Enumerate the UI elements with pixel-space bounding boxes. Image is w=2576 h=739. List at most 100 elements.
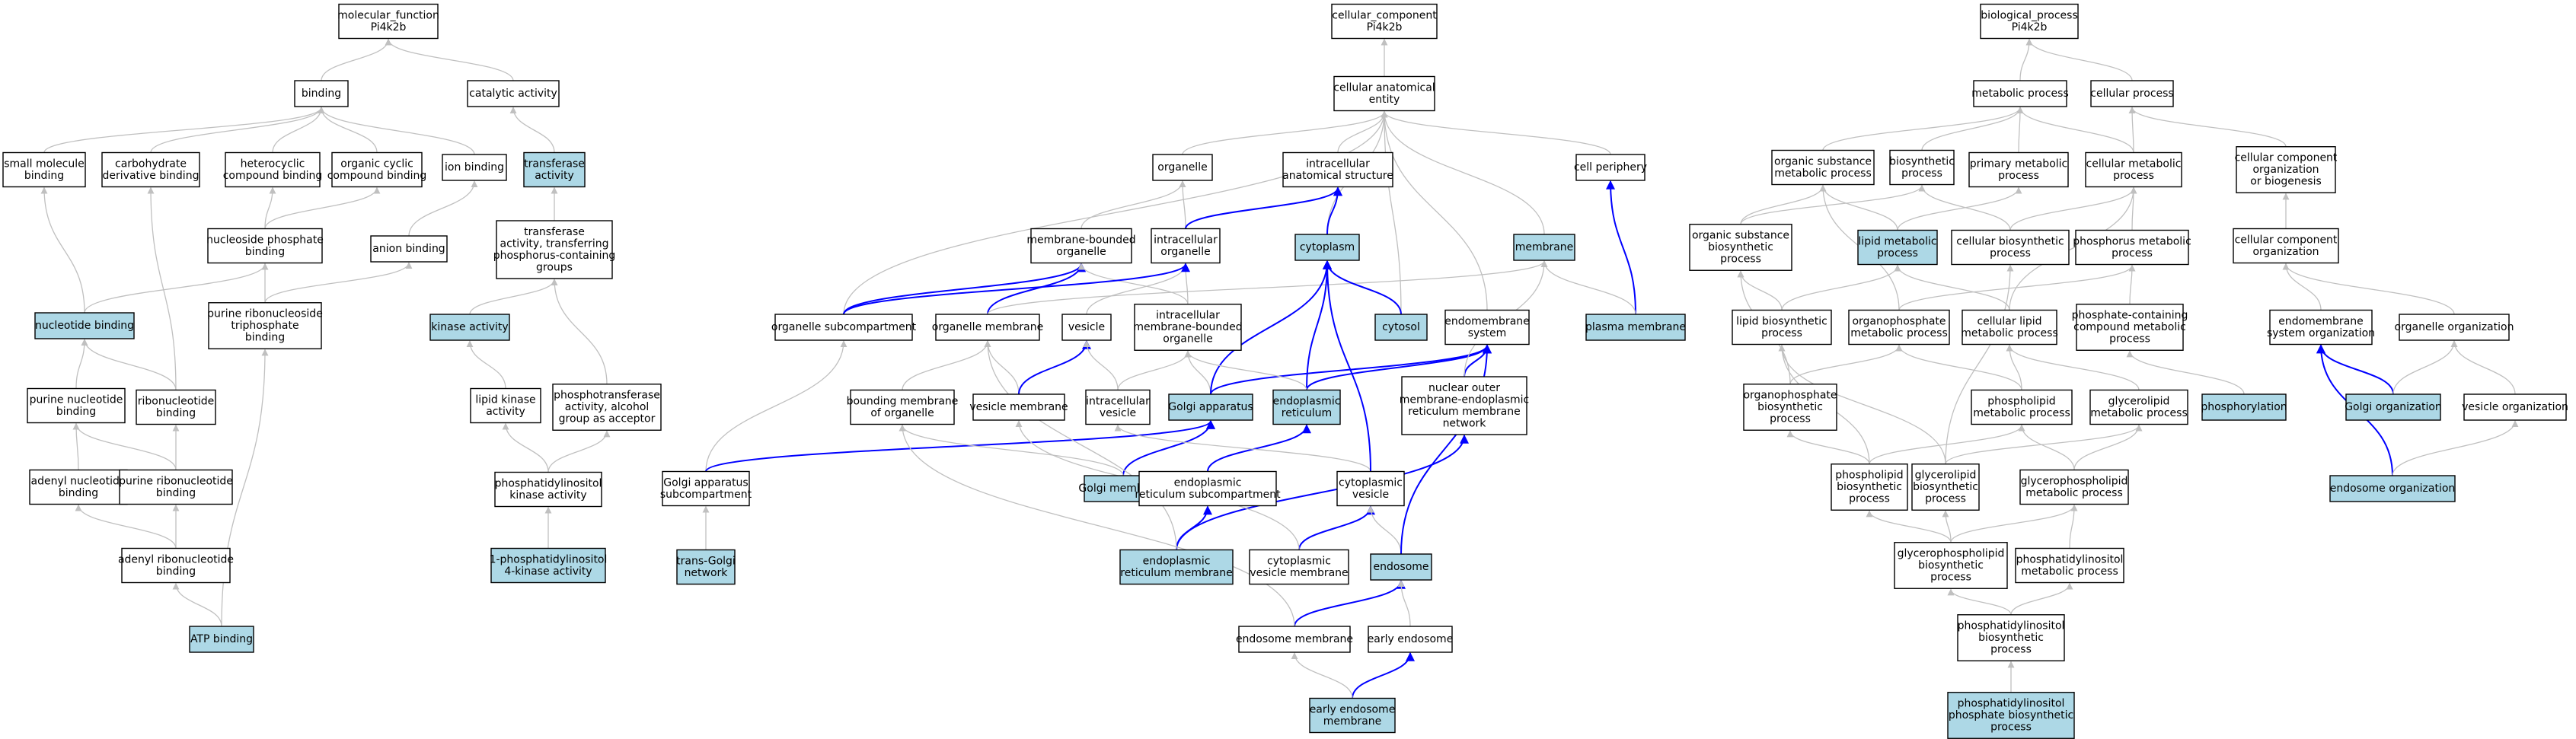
go-node-nuclear-outer[interactable]: nuclear outermembrane-endoplasmicreticul… [1400,376,1529,435]
go-node-binding[interactable]: binding [294,80,349,107]
go-node-organelle-membrane[interactable]: organelle membrane [932,314,1043,341]
go-node-atp[interactable]: ATP binding [189,626,254,653]
node-label-line: nucleotide binding [35,320,134,332]
go-node-cell-periphery[interactable]: cell periphery [1574,154,1647,181]
graph-edge [318,107,378,153]
go-node-organelle[interactable]: organelle [1152,154,1213,181]
node-box [523,151,586,188]
graph-edge [2282,263,2455,315]
go-node-organelle-subcomp[interactable]: organelle subcompartment [771,314,917,341]
go-node-cytosol[interactable]: cytosol [1374,314,1428,341]
go-node-metabolic[interactable]: metabolic process [1971,80,2069,107]
go-node-membrane[interactable]: membrane [1513,234,1575,261]
graph-edge [147,186,177,390]
go-node-ion-binding[interactable]: ion binding [442,154,507,181]
node-label-line: organophosphate [1852,315,1946,327]
node-box [1957,614,2065,661]
go-node-early-endosome[interactable]: early endosome [1368,626,1454,653]
go-node-endosome[interactable]: endosome [1370,553,1432,581]
go-node-cellular-process[interactable]: cellular process [2090,80,2174,107]
go-node-nucleotide-binding[interactable]: nucleotide binding [34,312,135,339]
go-node-vesicle[interactable]: vesicle [1061,314,1112,341]
node-box [1282,151,1393,188]
go-node-vesicle-org[interactable]: vesicle organization [2462,393,2568,421]
go-node-organelle-org[interactable]: organelle organization [2395,314,2514,341]
go-node-cytoplasm[interactable]: cytoplasm [1294,234,1360,261]
go-node-catalytic[interactable]: catalytic activity [467,80,560,107]
go-node-kinase[interactable]: kinase activity [429,314,510,341]
go-node-anion-binding[interactable]: anion binding [370,235,448,263]
go-node-golgi-org[interactable]: Golgi organization [2345,393,2442,421]
go-node-endosome-org[interactable]: endosome organization [2329,475,2456,502]
go-node-golgi-apparatus[interactable]: Golgi apparatus [1168,393,1253,421]
node-label-line: biological_process [1981,9,2078,21]
go-node-plasma-membrane[interactable]: plasma membrane [1585,314,1686,341]
go-node-endosome-membrane[interactable]: endosome membrane [1236,626,1353,653]
go-node-phosphorylation[interactable]: phosphorylation [2201,393,2287,421]
go-node-vesicle-membrane[interactable]: vesicle membrane [969,393,1068,421]
